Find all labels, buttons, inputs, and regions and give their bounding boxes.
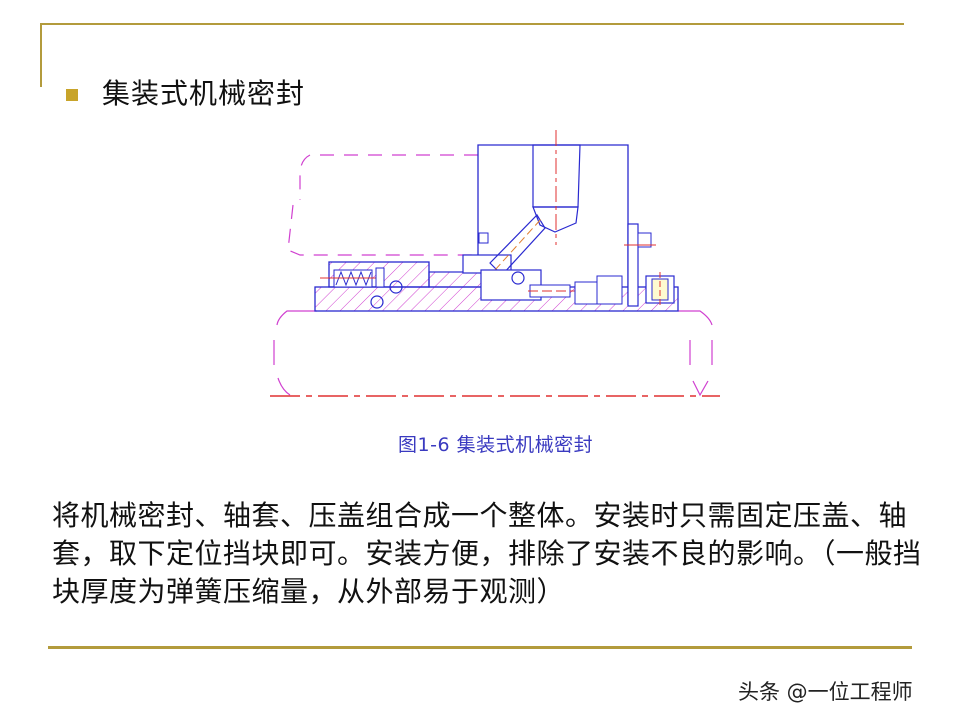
watermark-credit: 头条 @一位工程师 bbox=[738, 680, 913, 704]
engineering-drawing-svg bbox=[270, 130, 720, 397]
square-bullet-icon bbox=[66, 89, 78, 101]
figure-caption: 图1-6 集装式机械密封 bbox=[398, 434, 594, 456]
slide-title: 集装式机械密封 bbox=[102, 77, 306, 110]
body-paragraph: 将机械密封、轴套、压盖组合成一个整体。安装时只需固定压盖、轴套，取下定位挡块即可… bbox=[52, 499, 922, 608]
slide-title-row: 集装式机械密封 bbox=[66, 72, 305, 112]
bottom-decorative-rule bbox=[48, 646, 912, 649]
top-decorative-rule bbox=[40, 23, 904, 25]
cartridge-seal-drawing bbox=[265, 130, 735, 420]
left-decorative-rule bbox=[40, 23, 42, 87]
